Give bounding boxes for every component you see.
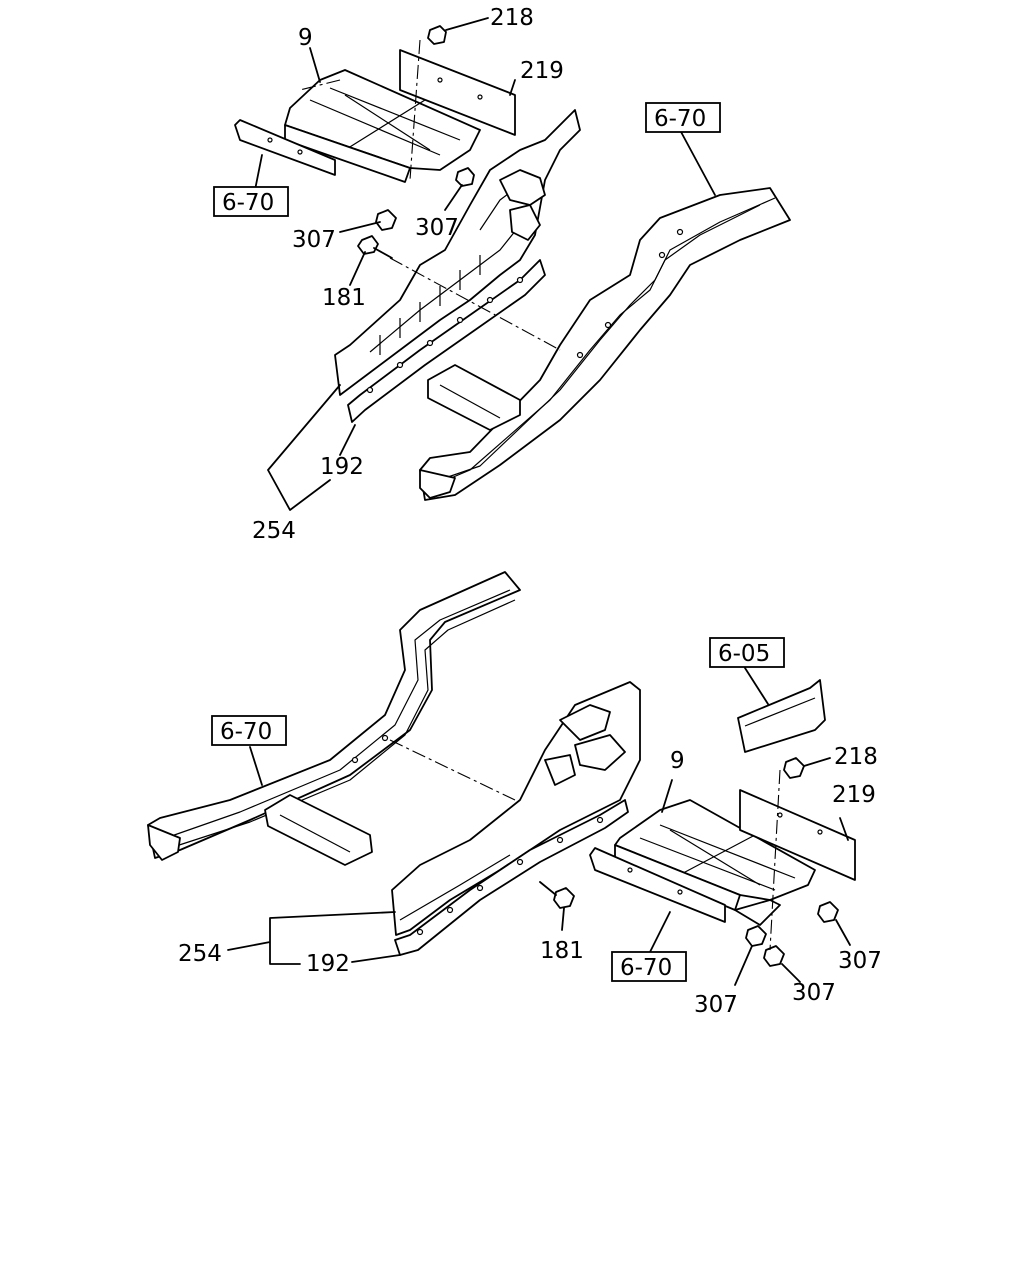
bottom-callout-192: 192 xyxy=(306,951,350,977)
top-callout-307-a: 307 xyxy=(415,215,459,241)
top-ref-label-left: 6-70 xyxy=(222,190,274,216)
bottom-frame-rail xyxy=(147,571,521,866)
bottom-callout-181: 181 xyxy=(540,938,584,964)
bottom-bracket-254 xyxy=(391,681,641,936)
bottom-leader-6-05 xyxy=(744,667,769,705)
top-frame-rail xyxy=(419,187,791,501)
bottom-ref-box-upper-right: 6-05 xyxy=(709,637,785,668)
bottom-ref-label-left: 6-70 xyxy=(220,719,272,745)
top-centerline-c xyxy=(389,257,561,351)
bottom-leader-192 xyxy=(351,954,401,963)
bottom-shield-6-05 xyxy=(737,679,826,753)
top-callout-307-b: 307 xyxy=(292,227,336,253)
top-callout-192: 192 xyxy=(320,454,364,480)
bottom-leader-218 xyxy=(803,757,831,767)
bottom-callout-307-c: 307 xyxy=(792,980,836,1006)
top-leader-307-a xyxy=(444,184,463,211)
bottom-callout-9: 9 xyxy=(670,748,685,774)
bottom-ref-label-lower: 6-70 xyxy=(620,955,672,981)
bottom-centerline-b xyxy=(769,769,781,951)
bottom-leader-9 xyxy=(661,779,673,813)
top-nut-307-a xyxy=(455,167,475,187)
top-leader-254 xyxy=(267,384,341,511)
bottom-callout-307-a: 307 xyxy=(838,948,882,974)
top-skid-plate-9 xyxy=(284,69,481,183)
bottom-leader-6-70-right xyxy=(649,911,671,953)
top-bolt-218 xyxy=(427,25,447,45)
top-leader-219 xyxy=(509,79,516,96)
bottom-leader-307-a xyxy=(835,919,851,946)
bottom-nut-307-b xyxy=(745,925,767,947)
bottom-callout-307-b: 307 xyxy=(694,992,738,1018)
top-callout-181: 181 xyxy=(322,285,366,311)
bottom-rail-192 xyxy=(394,799,629,956)
top-ref-box-right: 6-70 xyxy=(645,102,721,133)
top-nut-307-b xyxy=(375,209,397,231)
top-callout-9: 9 xyxy=(298,25,313,51)
bottom-callout-218: 218 xyxy=(834,744,878,770)
top-ref-label-right: 6-70 xyxy=(654,106,706,132)
bottom-skid-plate-9 xyxy=(614,799,816,926)
top-centerline-a xyxy=(299,79,341,91)
top-leader-192 xyxy=(339,424,356,456)
top-bracket-254 xyxy=(334,109,581,396)
top-callout-218: 218 xyxy=(490,5,534,31)
bottom-ref-box-lower: 6-70 xyxy=(611,951,687,982)
bottom-leader-219 xyxy=(839,817,849,841)
bottom-assembly: 9 218 219 254 192 181 307 307 307 6-70 6… xyxy=(147,571,882,1018)
bottom-leader-254 xyxy=(227,911,396,965)
bottom-nut-307-c xyxy=(763,945,785,967)
bottom-callout-254: 254 xyxy=(178,941,222,967)
top-centerline-b xyxy=(409,39,421,181)
top-bolt-181 xyxy=(357,235,393,259)
top-side-plate xyxy=(234,119,336,176)
top-leader-307-b xyxy=(339,221,381,233)
bottom-nut-307-a xyxy=(817,901,839,923)
bottom-ref-label-upper-right: 6-05 xyxy=(718,641,770,667)
bottom-leader-307-c xyxy=(781,963,801,983)
top-leader-181 xyxy=(349,251,366,286)
bottom-ref-box-left: 6-70 xyxy=(211,715,287,746)
bottom-side-plate xyxy=(589,847,726,923)
top-callout-219: 219 xyxy=(520,58,564,84)
top-assembly: 218 9 219 307 307 181 192 254 6-70 6-70 xyxy=(213,5,791,544)
bottom-callout-219: 219 xyxy=(832,782,876,808)
top-leader-6-70-right xyxy=(679,129,716,196)
top-shield-219 xyxy=(399,49,516,136)
bottom-centerline-a xyxy=(389,739,516,801)
bottom-bolt-181 xyxy=(539,881,575,909)
bottom-leader-307-b xyxy=(734,945,753,986)
top-ref-box-left: 6-70 xyxy=(213,186,289,217)
top-leader-218 xyxy=(445,17,489,31)
bottom-leader-6-70-left xyxy=(249,746,263,786)
bottom-bolt-218 xyxy=(783,757,805,779)
bottom-leader-181 xyxy=(561,907,565,931)
top-leader-6-70-left xyxy=(254,154,263,191)
top-rail-192 xyxy=(347,259,546,423)
top-leader-9 xyxy=(309,47,321,83)
top-callout-254: 254 xyxy=(252,518,296,544)
